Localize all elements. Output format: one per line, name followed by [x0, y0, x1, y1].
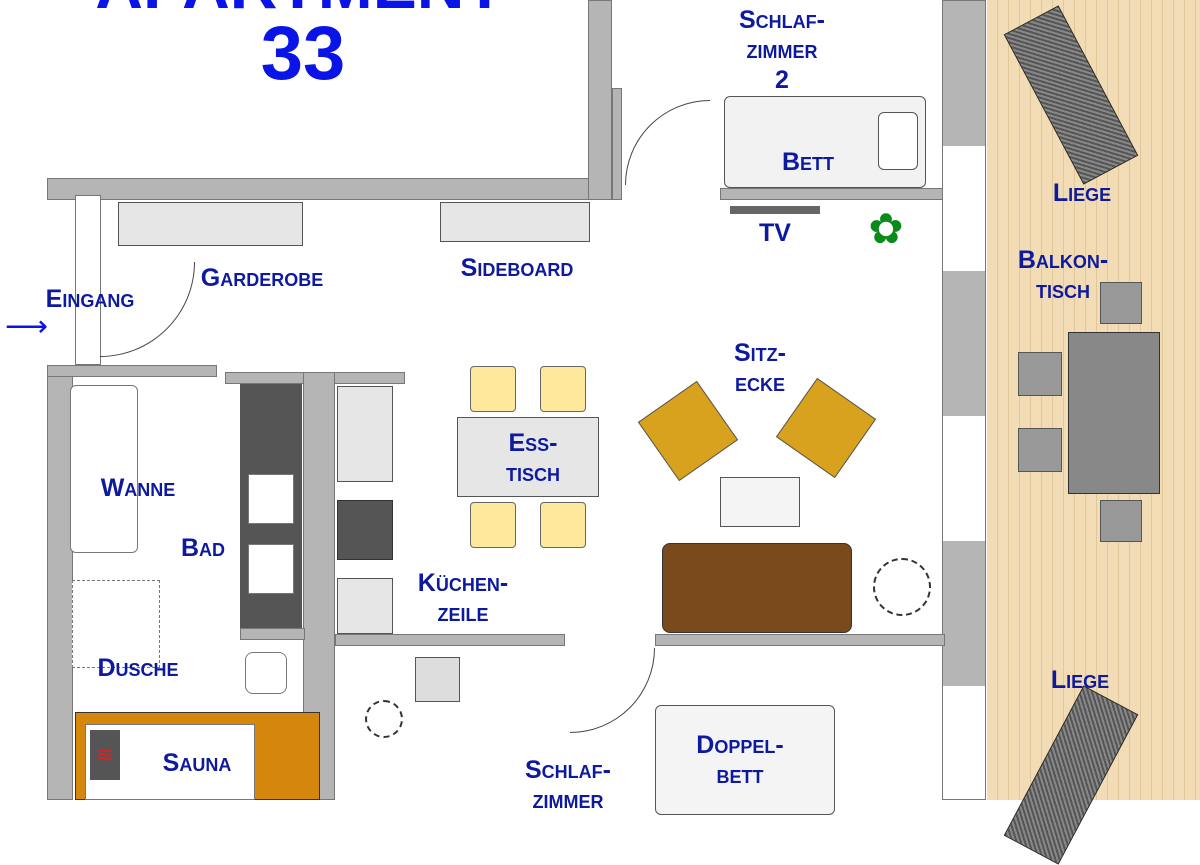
label-doppelbett: Doppel- bett	[696, 731, 784, 789]
label-balkontisch: Balkon- tisch	[1017, 246, 1109, 304]
wall-right	[942, 0, 986, 800]
pillow	[878, 112, 918, 170]
wall-bedroom-top	[335, 634, 565, 646]
shower	[72, 580, 160, 668]
sink	[248, 544, 294, 594]
label-sauna: Sauna	[162, 749, 232, 777]
label-kuechenzeile: Küchen- zeile	[417, 569, 509, 627]
balcony-table	[1068, 332, 1160, 494]
label-bad: Bad	[180, 534, 226, 562]
label-sitzecke: Sitz- ecke	[734, 339, 786, 397]
bathtub	[70, 385, 138, 553]
wall-bedroom2-bottom	[720, 188, 950, 200]
dining-chair	[470, 502, 516, 548]
wall-top	[47, 178, 617, 200]
dining-chair	[470, 366, 516, 412]
wall-entrance	[75, 195, 101, 365]
label-schlafzimmer: Schlaf- zimmer	[525, 756, 611, 814]
stove	[337, 500, 393, 560]
entrance-arrow-icon: ⟶	[5, 310, 49, 343]
label-schlafzimmer2: Schlaf- zimmer 2	[739, 6, 825, 94]
plant-icon: ✿	[868, 205, 904, 252]
title-apartment: APARTMENT	[95, 0, 504, 18]
wall-bedroom2-left	[588, 0, 612, 200]
dining-chair	[540, 366, 586, 412]
label-dusche: Dusche	[97, 654, 179, 682]
coffee-table	[720, 477, 800, 527]
balcony-chair	[1100, 500, 1142, 542]
label-eingang: Eingang	[45, 285, 135, 313]
label-liege-bottom: Liege	[1050, 666, 1110, 694]
label-tv: TV	[759, 219, 791, 247]
armchair	[775, 377, 877, 479]
kitchen-sink	[337, 386, 393, 482]
sideboard	[440, 202, 590, 242]
fan	[873, 558, 931, 616]
balcony-chair	[1018, 352, 1062, 396]
door-bedroom[interactable]	[570, 648, 655, 733]
wall-bath-middle	[240, 628, 305, 640]
label-liege-top: Liege	[1052, 179, 1112, 207]
label-sideboard: Sideboard	[460, 254, 574, 282]
sauna-heater-icon: ≋	[90, 730, 120, 780]
sink	[248, 474, 294, 524]
nightstand	[415, 657, 460, 702]
garderobe	[118, 202, 303, 246]
dining-chair	[540, 502, 586, 548]
double-bed	[655, 705, 835, 815]
armchair	[637, 380, 739, 482]
dining-table	[457, 417, 599, 497]
toilet	[245, 652, 287, 694]
oven	[337, 578, 393, 634]
label-bett: Bett	[781, 148, 835, 176]
title-number: 33	[260, 11, 346, 96]
wall-bedroom-top2	[655, 634, 945, 646]
label-esstisch: Ess- tisch	[506, 429, 560, 487]
fan	[365, 700, 403, 738]
label-wanne: Wanne	[100, 474, 176, 502]
balcony-chair	[1018, 428, 1062, 472]
door-bedroom2[interactable]	[625, 100, 710, 185]
wall-bath-top	[47, 365, 217, 377]
sofa	[662, 543, 852, 633]
label-garderobe: Garderobe	[200, 264, 324, 292]
tv	[730, 206, 820, 214]
wall-bedroom2-inner	[612, 88, 622, 200]
balcony-chair	[1100, 282, 1142, 324]
